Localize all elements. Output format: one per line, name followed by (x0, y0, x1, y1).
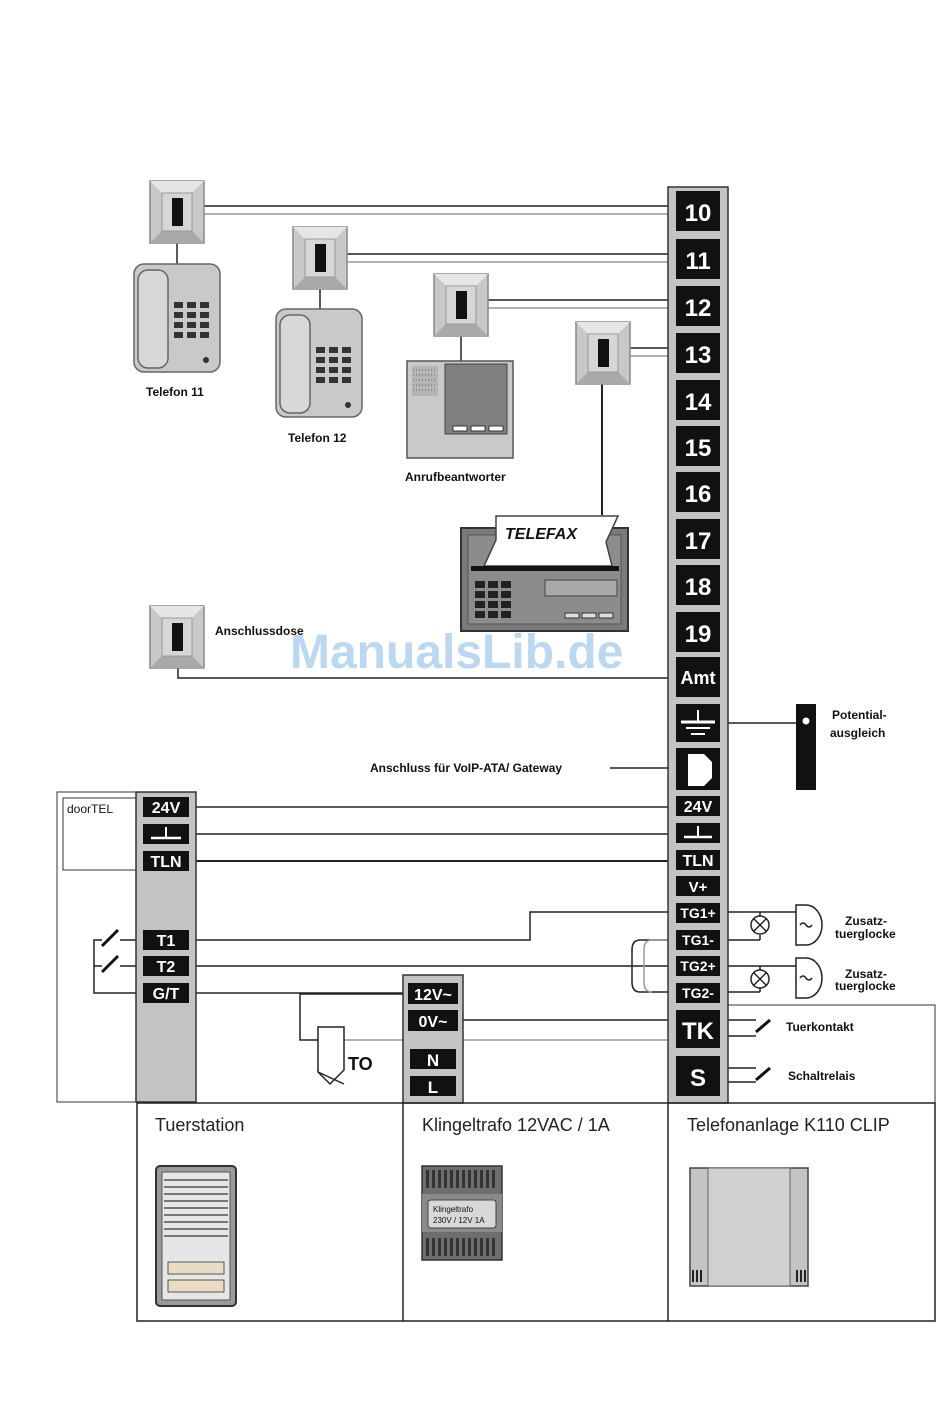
trafo-12v-terminal: 12V~ (414, 987, 452, 1004)
doortel-label: doorTEL (67, 802, 113, 816)
k110-terminal-box (676, 519, 720, 559)
schaltrelais-switch-icon (755, 1066, 771, 1082)
k110-terminal-box (676, 191, 720, 231)
tuerkontakt-switch-icon (755, 1018, 771, 1034)
wall-socket-icon (149, 605, 205, 669)
door-tln-terminal: TLN (150, 854, 181, 871)
answering-machine-label: Anrufbeantworter (405, 470, 506, 484)
k110-terminal-11: 11 (685, 248, 710, 275)
k110-terminal-box (676, 612, 720, 652)
telefonanlage-icon (689, 1167, 809, 1287)
schaltrelais-label: Schaltrelais (788, 1069, 856, 1083)
bell-2-icon (750, 957, 823, 999)
k110-terminal-14: 14 (685, 389, 712, 416)
k110-terminal-box (676, 333, 720, 373)
trafo-n-terminal: N (427, 1051, 439, 1070)
wall-socket-icon (575, 321, 631, 385)
telefon-12-icon (275, 308, 363, 418)
k110-terminal-box (676, 239, 720, 279)
potential-label-1: Potential- (832, 708, 887, 722)
voip-label: Anschluss für VoIP-ATA/ Gateway (370, 761, 562, 775)
k110-terminal-19: 19 (685, 621, 712, 648)
trafo-plate-label-1: Klingeltrafo (433, 1205, 474, 1214)
to-device-icon (317, 1026, 345, 1086)
k110-terminal-16: 16 (685, 481, 712, 508)
telefon-11-label: Telefon 11 (146, 385, 204, 399)
wall-socket-icon (149, 180, 205, 244)
k110-terminal-13: 13 (685, 342, 712, 369)
klingeltrafo-icon (421, 1165, 503, 1261)
k110-s-terminal: S (690, 1065, 706, 1092)
k110-terminal-box (676, 426, 720, 466)
watermark: ManualsLib.de (290, 626, 623, 679)
door-24v-terminal: 24V (152, 800, 181, 817)
door-gt-terminal: G/T (153, 986, 180, 1003)
answering-machine-icon (406, 360, 514, 459)
bell-1-icon (750, 904, 823, 946)
wall-socket-icon (433, 273, 489, 337)
zusatz-1-label-2: tuerglocke (835, 927, 896, 941)
k110-24v-terminal: 24V (684, 799, 713, 816)
trafo-l-terminal: L (428, 1078, 438, 1097)
k110-terminal-amt: Amt (681, 668, 716, 688)
tuerkontakt-label: Tuerkontakt (786, 1020, 854, 1034)
k110-vplus-terminal: V+ (689, 879, 708, 896)
tuerstation-icon (155, 1165, 237, 1307)
telefax-label: TELEFAX (505, 526, 578, 543)
voip-port-terminal (676, 748, 720, 790)
k110-terminal-box (676, 657, 720, 697)
door-t2-terminal: T2 (157, 959, 176, 976)
trafo-0v-terminal: 0V~ (419, 1014, 448, 1031)
doortel-box (62, 797, 138, 871)
telefon-11-icon (133, 263, 221, 373)
k110-lower-terminals: 24V TLN V+ TG1+ TG1- TG2+ TG2- TK S (676, 796, 720, 1096)
zusatz-2-label-1: Zusatz- (845, 967, 887, 981)
door-terminals: 24V TLN T1 T2 G/T (143, 797, 189, 1003)
telefonanlage-caption: Telefonanlage K110 CLIP (687, 1115, 890, 1135)
trafo-plate-label-2: 230V / 12V 1A (433, 1216, 485, 1225)
to-label: TO (348, 1054, 373, 1074)
k110-terminal-box (676, 380, 720, 420)
k110-terminal-box (676, 565, 720, 605)
k110-tg2minus-terminal: TG2- (682, 985, 714, 1001)
k110-terminal-17: 17 (685, 528, 712, 555)
k110-terminal-10: 10 (685, 200, 712, 227)
zusatz-2-label-2: tuerglocke (835, 979, 896, 993)
anschlussdose-label: Anschlussdose (215, 624, 304, 638)
zusatz-1-label-1: Zusatz- (845, 914, 887, 928)
k110-terminal-18: 18 (685, 574, 712, 601)
k110-terminal-12: 12 (685, 295, 712, 322)
bottom-panels (136, 1102, 936, 1322)
k110-tk-terminal: TK (682, 1018, 715, 1045)
ground-terminal (676, 704, 720, 742)
telefon-12-label: Telefon 12 (288, 431, 347, 445)
k110-terminal-15: 15 (685, 435, 712, 462)
k110-terminal-box (676, 286, 720, 326)
k110-tln-terminal: TLN (682, 853, 713, 870)
klingeltrafo-caption: Klingeltrafo 12VAC / 1A (422, 1115, 610, 1135)
potential-label-2: ausgleich (830, 726, 885, 740)
tuerstation-caption: Tuerstation (155, 1115, 244, 1135)
k110-tg1minus-terminal: TG1- (682, 932, 714, 948)
door-switch-icons (100, 928, 120, 974)
wall-socket-icon (292, 226, 348, 290)
trafo-terminals: 12V~ 0V~ N L (408, 983, 458, 1097)
door-t1-terminal: T1 (157, 933, 176, 950)
telefax-icon (460, 515, 629, 632)
potential-bar-icon (796, 704, 816, 790)
k110-tg2plus-terminal: TG2+ (680, 958, 715, 974)
k110-tg1plus-terminal: TG1+ (680, 905, 715, 921)
k110-terminal-box (676, 472, 720, 512)
